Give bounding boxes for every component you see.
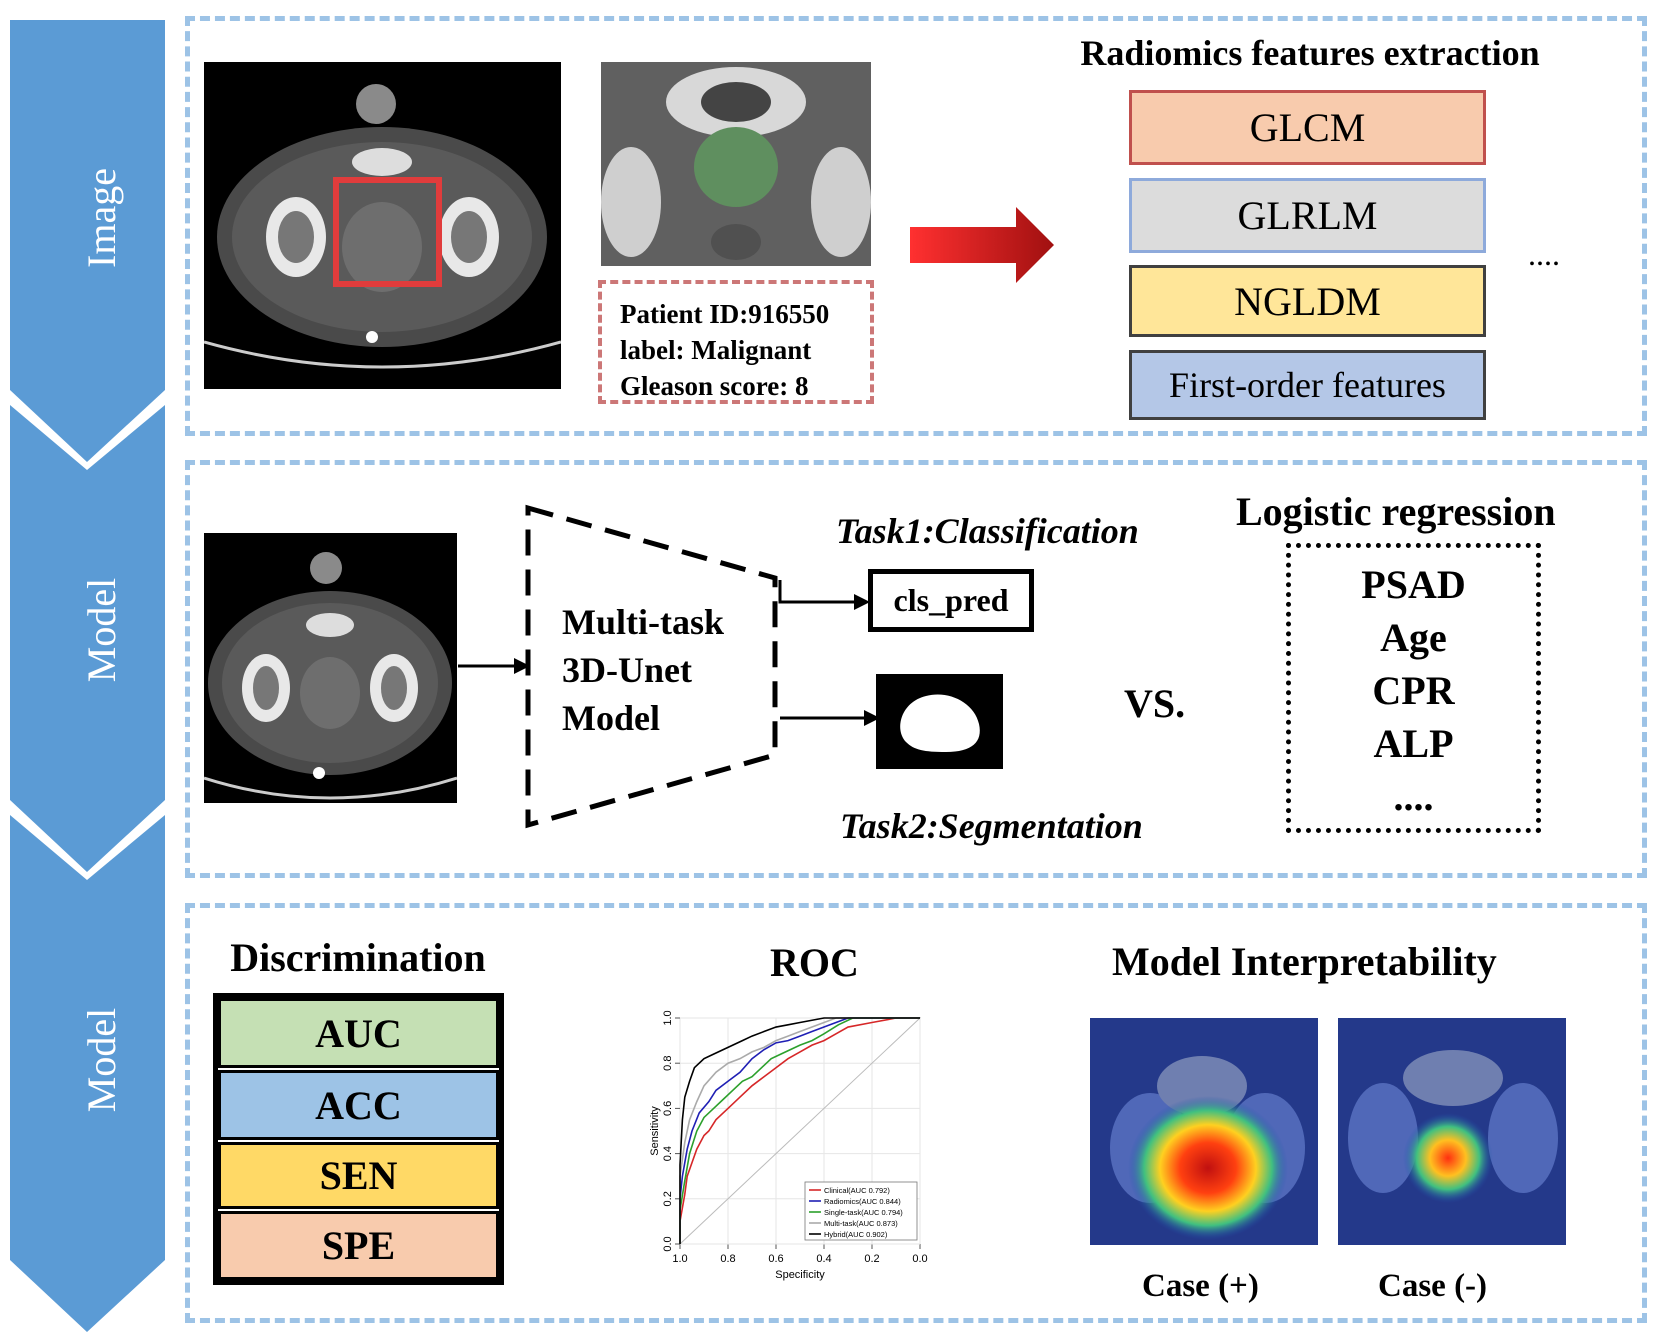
roc-title: ROC <box>770 940 859 985</box>
variable-alp: ALP <box>1373 721 1454 766</box>
roc-ytick-label: 0.4 <box>662 1146 674 1161</box>
stage-label-segmentation: Image Segmentation <box>33 53 216 383</box>
roc-ytick-label: 0.8 <box>662 1056 674 1071</box>
panel-development <box>185 460 1647 878</box>
feature-glcm: GLCM <box>1129 90 1486 165</box>
case-positive-label: Case (+) <box>1142 1268 1259 1304</box>
stage-line1: Image <box>79 168 124 268</box>
cls-pred-box: cls_pred <box>868 569 1034 632</box>
discrimination-title: Discrimination <box>230 935 486 980</box>
chevron-model-analysis <box>10 815 165 1332</box>
roc-ytick-label: 0.0 <box>662 1236 674 1251</box>
stage-label-analysis: Model Analysis <box>33 895 216 1225</box>
vs-label: VS. <box>1124 681 1186 726</box>
gleason-text: Gleason score: 8 <box>620 371 809 401</box>
task1-label: Task1:Classification <box>836 511 1139 551</box>
chevron-image-segmentation <box>10 20 165 462</box>
roc-xtick-label: 0.4 <box>816 1253 831 1265</box>
ct-zoom-image <box>601 62 871 266</box>
feature-ngldm: NGLDM <box>1129 265 1486 337</box>
radiomics-title: Radiomics features extraction <box>1080 33 1540 73</box>
variable-psad: PSAD <box>1361 562 1466 607</box>
metric-sen: SEN <box>218 1142 499 1209</box>
red-arrow <box>910 207 1054 283</box>
case-negative-label: Case (-) <box>1378 1268 1488 1304</box>
features-ellipsis: .... <box>1528 236 1560 272</box>
model-line-2: 3D-Unet <box>562 650 692 690</box>
roc-legend-label: Radiomics(AUC 0.844) <box>824 1197 901 1206</box>
model-label: Multi-task 3D-Unet Model <box>562 598 724 742</box>
heatmap-positive <box>1090 1018 1318 1245</box>
roc-diagonal <box>679 1017 921 1245</box>
roc-series-line <box>679 1017 920 1244</box>
feature-first-order: First-order features <box>1129 350 1486 420</box>
roc-xtick-label: 0.8 <box>720 1253 735 1265</box>
feature-glrlm: GLRLM <box>1129 178 1486 253</box>
roc-series-line <box>679 1017 920 1244</box>
stage-label-development: Model Develpoment <box>33 465 216 795</box>
roc-ytick-label: 1.0 <box>662 1010 674 1025</box>
roc-legend-label: Hybrid(AUC 0.902) <box>824 1230 888 1239</box>
roc-ytick-label: 0.6 <box>662 1101 674 1116</box>
heatmap-negative <box>1338 1018 1566 1245</box>
segmentation-mask <box>876 674 1003 769</box>
metrics-stack <box>213 993 504 1285</box>
interpretability-title: Model Interpretability <box>1112 939 1497 984</box>
panel-segmentation <box>185 16 1647 436</box>
model-line-1: Multi-task <box>562 602 724 642</box>
roc-legend-label: Single-task(AUC 0.794) <box>824 1208 903 1217</box>
task2-label: Task2:Segmentation <box>840 806 1143 846</box>
variable-ellipsis: .... <box>1393 774 1434 819</box>
variable-cpr: CPR <box>1372 668 1455 713</box>
roc-xtick-label: 0.2 <box>864 1253 879 1265</box>
roc-chart: 1.0 0.8 0.6 0.4 0.2 0.0 0.0 0.2 0.4 0.6 0.8 1.0Spec… <box>650 1010 928 1281</box>
metric-auc: AUC <box>218 998 499 1068</box>
roc-xtick-label: 0.6 <box>768 1253 783 1265</box>
mask-shape <box>900 694 980 752</box>
roc-xtick-label: 0.0 <box>912 1253 927 1265</box>
stage-line1: Model <box>79 577 124 683</box>
patient-id-text: Patient ID:916550 <box>620 299 830 329</box>
roc-xlabel: Specificity <box>775 1269 825 1281</box>
metric-spe: SPE <box>218 1211 499 1280</box>
roc-legend <box>804 1181 918 1241</box>
variable-age: Age <box>1380 615 1447 660</box>
model-line-3: Model <box>562 698 660 738</box>
logistic-variables-box: PSAD Age CPR ALP .... <box>1286 543 1541 833</box>
roc-ylabel: Sensitivity <box>650 1106 661 1156</box>
metric-acc: ACC <box>218 1070 499 1140</box>
logistic-regression-title: Logistic regression <box>1236 489 1556 534</box>
roc-legend-label: Clinical(AUC 0.792) <box>824 1186 890 1195</box>
panel-analysis <box>185 903 1647 1323</box>
patient-info-box: Patient ID:916550 label: Malignant Gleas… <box>598 280 874 404</box>
roc-series-line <box>679 1017 920 1244</box>
chevron-model-development <box>10 405 165 872</box>
ct-scan-image <box>204 62 561 389</box>
ct-input-image <box>204 533 457 803</box>
roc-legend-label: Multi-task(AUC 0.873) <box>824 1219 898 1228</box>
model-diagram <box>458 504 880 829</box>
roc-xtick-label: 1.0 <box>672 1253 687 1265</box>
stage-line1: Model <box>79 1007 124 1113</box>
roc-ytick-label: 0.2 <box>662 1191 674 1206</box>
label-text: label: Malignant <box>620 335 812 365</box>
roc-series-line <box>679 1017 920 1244</box>
